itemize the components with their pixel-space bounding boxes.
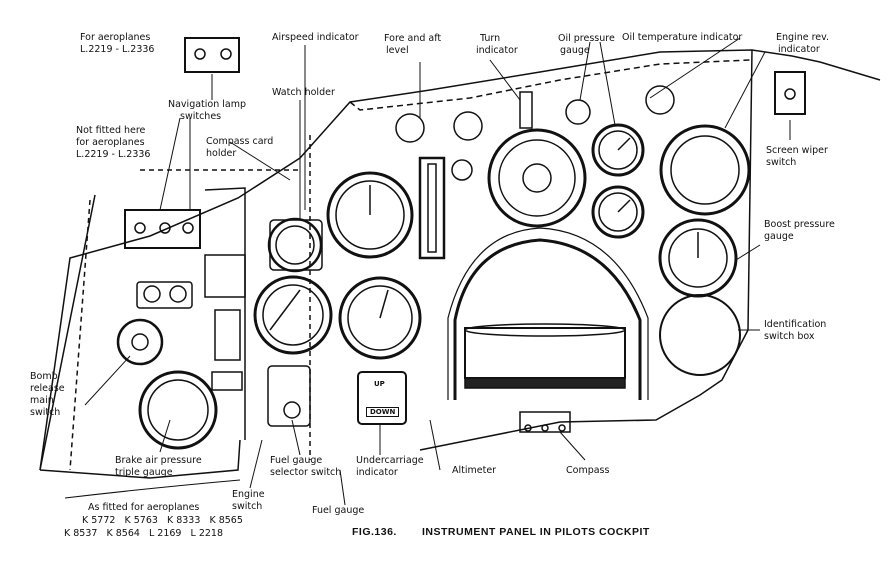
top-switch-pair [184,37,240,73]
label-engine-rev-indicator: indicator [778,44,820,55]
label-engine-switch: switch [232,501,263,512]
label-identification-switch-box: switch box [764,331,815,342]
label-compass-card-holder: holder [206,148,237,159]
label-oil-pressure: Oil pressure [558,33,615,44]
identification-switch-box [659,294,741,376]
label-altimeter: Altimeter [452,465,497,476]
panel-right-edge [419,49,753,451]
label-not-fitted-aeroplanes: for aeroplanes [76,137,145,148]
label-boost-pressure-gauge: gauge [764,231,794,242]
label-screen-wiper-switch: switch [766,157,797,168]
label-boost-pressure: Boost pressure [764,219,835,230]
undercarriage-up-label: UP [374,380,385,388]
label-fuel-gauge-selector-switch: selector switch [270,467,342,478]
label-bomb-switch: switch [30,407,61,418]
figure-number: FIG.136. [352,526,397,538]
label-screen-wiper: Screen wiper [766,145,828,156]
fuel-gauge-dial [253,275,333,355]
altimeter-gauge [338,276,422,360]
label-navigation-lamp: Navigation lamp [168,99,247,110]
brake-triple-gauge [138,370,218,450]
undercarriage-down-label: DOWN [366,407,400,417]
undercarriage-indicator [357,371,407,425]
oil-pressure-gauge [591,123,645,177]
label-undercarriage: Undercarriage [356,455,424,466]
label-serials-row-1: K 5772 K 5763 K 8333 K 8565 [82,515,243,526]
label-bomb-main: main [30,395,54,406]
label-turn-indicator: indicator [476,45,518,56]
label-fore-aft-level: level [386,45,409,56]
label-navigation-lamp-switches: switches [180,111,222,122]
label-not-fitted: Not fitted here [76,125,146,136]
screen-wiper-switch [774,71,806,115]
label-for-aeroplanes: For aeroplanes [80,32,151,43]
oil-temperature-gauge [591,185,645,239]
label-oil-temperature: Oil temperature indicator [622,32,743,43]
label-turn: Turn [480,33,501,44]
label-brake-triple-gauge: triple gauge [115,467,173,478]
label-engine: Engine [232,489,265,500]
airspeed-indicator-gauge [326,171,414,259]
label-for-aeroplanes-serials: L.2219 - L.2336 [80,44,155,55]
label-not-fitted-serials: L.2219 - L.2336 [76,149,151,160]
label-bomb-release: release [30,383,65,394]
turn-indicator-gauge [487,128,587,228]
label-watch-holder: Watch holder [272,87,335,98]
watch-holder-gauge [267,217,323,273]
label-bomb: Bomb [30,371,58,382]
label-undercarriage-indicator: indicator [356,467,398,478]
label-identification: Identification [764,319,827,330]
compass-arch [453,238,642,400]
label-serials-row-2: K 8537 K 8564 L 2169 L 2218 [64,528,224,539]
label-brake: Brake air pressure [115,455,202,466]
label-oil-pressure-gauge: gauge [560,45,590,56]
label-airspeed-indicator: Airspeed indicator [272,32,359,43]
panel-bottom [39,439,241,479]
label-fore-aft: Fore and aft [384,33,442,44]
label-engine-rev: Engine rev. [776,32,830,43]
fore-aft-level [418,156,446,260]
label-fuel-gauge-selector: Fuel gauge [270,455,323,466]
fuel-selector-plate [267,365,311,427]
label-compass: Compass [566,465,610,476]
cowl-line [349,59,751,111]
label-compass-card: Compass card [206,136,274,147]
engine-rev-indicator-gauge [659,124,751,216]
panel-outline [39,49,881,471]
navigation-lamp-switches-panel [124,209,201,249]
bomb-release-switch [116,318,164,366]
figure-title: INSTRUMENT PANEL IN PILOTS COCKPIT [422,526,650,538]
label-fuel-gauge: Fuel gauge [312,505,365,516]
label-as-fitted: As fitted for aeroplanes [88,502,200,513]
